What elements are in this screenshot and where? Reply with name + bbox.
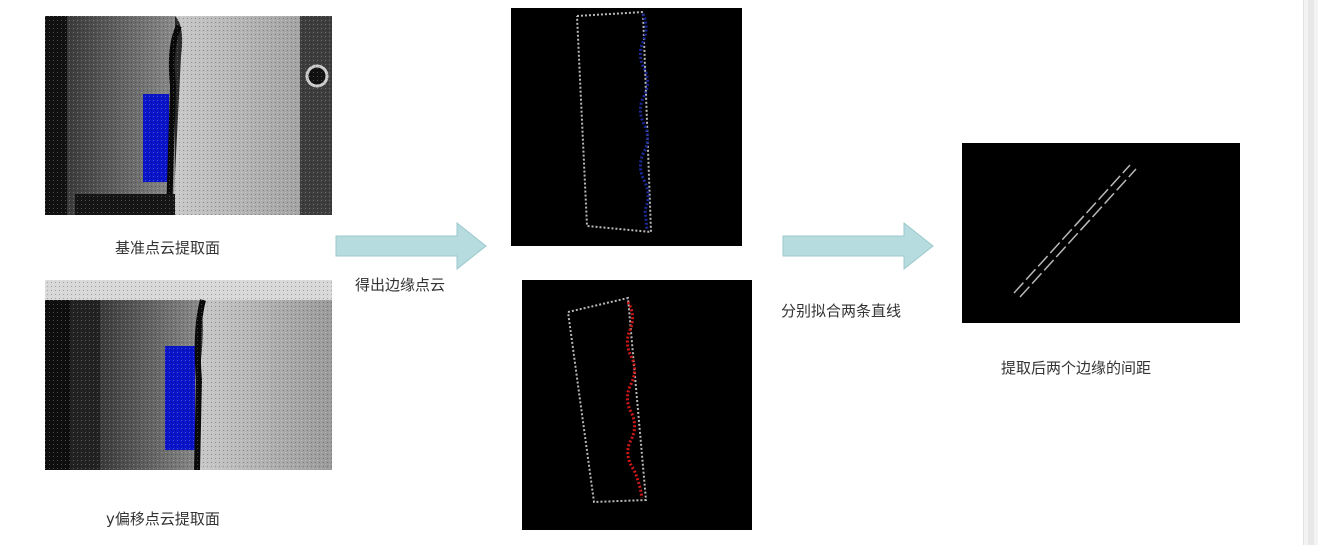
fitted-lines-image: [962, 143, 1240, 323]
reference-pointcloud-image: [45, 16, 332, 215]
right-arrow-icon: [782, 222, 934, 270]
offset-pointcloud-image: [45, 280, 332, 470]
edge-extract-caption: 得出边缘点云: [355, 276, 446, 294]
fit-lines-caption: 分别拟合两条直线: [781, 302, 902, 320]
offset-caption: y偏移点云提取面: [106, 510, 220, 528]
right-arrow-icon: [335, 222, 487, 270]
vertical-scrollbar[interactable]: [1303, 0, 1318, 545]
distance-caption: 提取后两个边缘的间距: [1001, 359, 1152, 377]
edge-pointcloud-top: [511, 8, 742, 246]
scrollbar-track[interactable]: [1308, 0, 1314, 545]
edge-pointcloud-bottom: [522, 280, 752, 530]
reference-caption: 基准点云提取面: [115, 239, 221, 257]
